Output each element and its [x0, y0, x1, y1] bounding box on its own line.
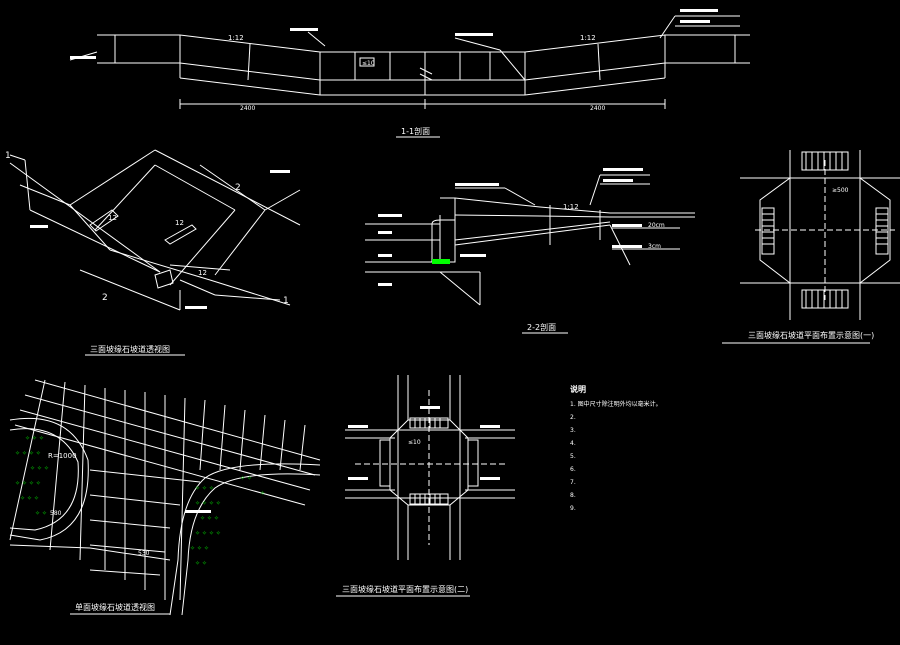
three-face-perspective-view: 1 1 2 2 12 12 12 三面坡缘石坡道透视图: [5, 149, 301, 356]
dim-20cm: 20cm: [648, 222, 665, 229]
three-face-perspective-title: 三面坡缘石坡道透视图: [90, 344, 170, 354]
svg-text:✧ ✧ ✧: ✧ ✧ ✧: [25, 435, 44, 442]
svg-text:✧ ✧ ✧ ✧: ✧ ✧ ✧ ✧: [15, 480, 41, 487]
note-line: 7.: [570, 479, 576, 486]
svg-text:✧ ✧ ✧: ✧ ✧ ✧: [20, 495, 39, 502]
single-slope-perspective: ✧ ✧ ✧ ✧ ✧ ✧ ✧ ✧ ✧ ✧ ✧ ✧ ✧ ✧ ✧ ✧ ✧ ✧ ✧ ✧ ✧ ✧…: [9, 379, 321, 616]
width-580-label: 580: [50, 510, 62, 517]
svg-text:✧ ✧ ✧ ✧: ✧ ✧ ✧ ✧: [195, 530, 221, 537]
svg-text:✧: ✧: [260, 490, 265, 497]
plan-layout-1: ≥500 三面坡缘石坡道平面布置示意图(一): [722, 150, 900, 344]
svg-text:1: 1: [5, 151, 11, 161]
dim-left-label: 2400: [240, 105, 255, 112]
note-line: 9.: [570, 505, 576, 512]
lim-label: ≤10: [362, 60, 375, 67]
section-2-2-title: 2-2剖面: [527, 322, 556, 332]
svg-text:✧ ✧: ✧ ✧: [195, 560, 207, 567]
note-line: 4.: [570, 440, 576, 447]
notes-header: 说明: [570, 385, 586, 394]
svg-text:✧ ✧ ✧ ✧: ✧ ✧ ✧ ✧: [195, 500, 221, 507]
svg-text:✧ ✧: ✧ ✧: [240, 475, 252, 482]
note-line: 5.: [570, 453, 576, 460]
svg-text:✧ ✧ ✧: ✧ ✧ ✧: [30, 465, 49, 472]
plan-2-lim: ≤10: [408, 439, 421, 446]
note-line: 6.: [570, 466, 576, 473]
plan-2-title: 三面坡缘石坡道平面布置示意图(二): [342, 584, 468, 594]
note-line: 2.: [570, 414, 576, 421]
plan-layout-2: ≤10 三面坡缘石坡道平面布置示意图(二): [336, 375, 515, 597]
svg-text:✧ ✧ ✧ ✧: ✧ ✧ ✧ ✧: [15, 450, 41, 457]
plan-1-title: 三面坡缘石坡道平面布置示意图(一): [748, 330, 874, 340]
dim-right-label: 2400: [590, 105, 605, 112]
note-line: 1. 图中尺寸除注明外均以毫米计。: [570, 401, 662, 408]
note-line: 3.: [570, 427, 576, 434]
svg-text:2: 2: [235, 183, 241, 193]
note-line: 8.: [570, 492, 576, 499]
plan-1-dim: ≥500: [832, 187, 849, 194]
section-1-1: 1:12 1:12 ≤10 2400 2400 1-1剖面: [69, 9, 750, 138]
width-530-label: 530: [138, 550, 150, 557]
section-2-2: 1:12 20cm 3cm 2-2剖面: [365, 168, 695, 334]
svg-text:✧ ✧ ✧: ✧ ✧ ✧: [190, 545, 209, 552]
dim-3cm: 3cm: [648, 243, 661, 250]
section-2-2-slope: 1:12: [563, 203, 579, 211]
svg-text:1: 1: [283, 296, 289, 306]
svg-text:2: 2: [102, 293, 108, 303]
svg-text:✧ ✧ ✧: ✧ ✧ ✧: [195, 485, 214, 492]
svg-text:12: 12: [198, 269, 207, 277]
section-1-1-title: 1-1剖面: [401, 126, 430, 136]
single-slope-title: 单面坡缘石坡道透视图: [75, 602, 155, 612]
slope-left-label: 1:12: [228, 34, 244, 42]
svg-text:✧ ✧: ✧ ✧: [35, 510, 47, 517]
design-notes: 说明 1. 图中尺寸除注明外均以毫米计。 2. 3. 4. 5. 6. 7. 8…: [570, 383, 890, 515]
svg-text:12: 12: [175, 219, 184, 227]
green-marker: [432, 259, 450, 264]
svg-text:12: 12: [108, 214, 117, 222]
slope-right-label: 1:12: [580, 34, 596, 42]
radius-label: R=1000: [48, 452, 77, 460]
svg-text:✧ ✧ ✧: ✧ ✧ ✧: [200, 515, 219, 522]
